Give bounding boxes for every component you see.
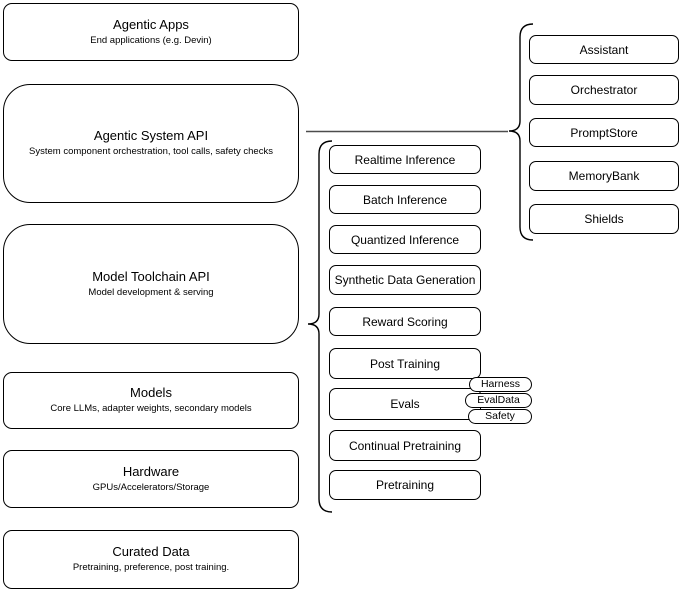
- node-subtitle: GPUs/Accelerators/Storage: [92, 481, 210, 493]
- node-pretraining: Pretraining: [329, 470, 481, 500]
- node-title: Agentic System API: [93, 128, 209, 144]
- node-title: Model Toolchain API: [92, 268, 210, 284]
- tag-evaldata: EvalData: [465, 393, 532, 408]
- node-hardware: Hardware GPUs/Accelerators/Storage: [3, 450, 299, 508]
- node-title: Models: [130, 385, 172, 401]
- node-promptstore: PromptStore: [529, 118, 679, 147]
- node-shields: Shields: [529, 204, 679, 234]
- node-models: Models Core LLMs, adapter weights, secon…: [3, 372, 299, 429]
- node-agentic-system-api: Agentic System API System component orch…: [3, 84, 299, 203]
- tag-safety: Safety: [468, 409, 532, 424]
- node-synthetic-data-generation: Synthetic Data Generation: [329, 265, 481, 295]
- node-continual-pretraining: Continual Pretraining: [329, 430, 481, 461]
- node-agentic-apps: Agentic Apps End applications (e.g. Devi…: [3, 3, 299, 61]
- node-subtitle: Core LLMs, adapter weights, secondary mo…: [50, 403, 252, 415]
- node-title: Hardware: [122, 463, 180, 479]
- node-post-training: Post Training: [329, 348, 481, 379]
- node-memorybank: MemoryBank: [529, 161, 679, 191]
- node-batch-inference: Batch Inference: [329, 185, 481, 214]
- node-realtime-inference: Realtime Inference: [329, 145, 481, 174]
- node-evals: Evals: [329, 388, 481, 420]
- node-reward-scoring: Reward Scoring: [329, 307, 481, 336]
- node-title: Curated Data: [112, 544, 190, 560]
- node-subtitle: System component orchestration, tool cal…: [29, 146, 273, 158]
- node-orchestrator: Orchestrator: [529, 75, 679, 105]
- node-subtitle: Pretraining, preference, post training.: [72, 562, 230, 574]
- node-model-toolchain-api: Model Toolchain API Model development & …: [3, 224, 299, 344]
- node-assistant: Assistant: [529, 35, 679, 64]
- node-subtitle: End applications (e.g. Devin): [90, 34, 212, 46]
- tag-harness: Harness: [469, 377, 532, 392]
- node-title: Agentic Apps: [113, 16, 189, 32]
- node-subtitle: Model development & serving: [88, 286, 214, 298]
- node-curated-data: Curated Data Pretraining, preference, po…: [3, 530, 299, 589]
- node-quantized-inference: Quantized Inference: [329, 225, 481, 254]
